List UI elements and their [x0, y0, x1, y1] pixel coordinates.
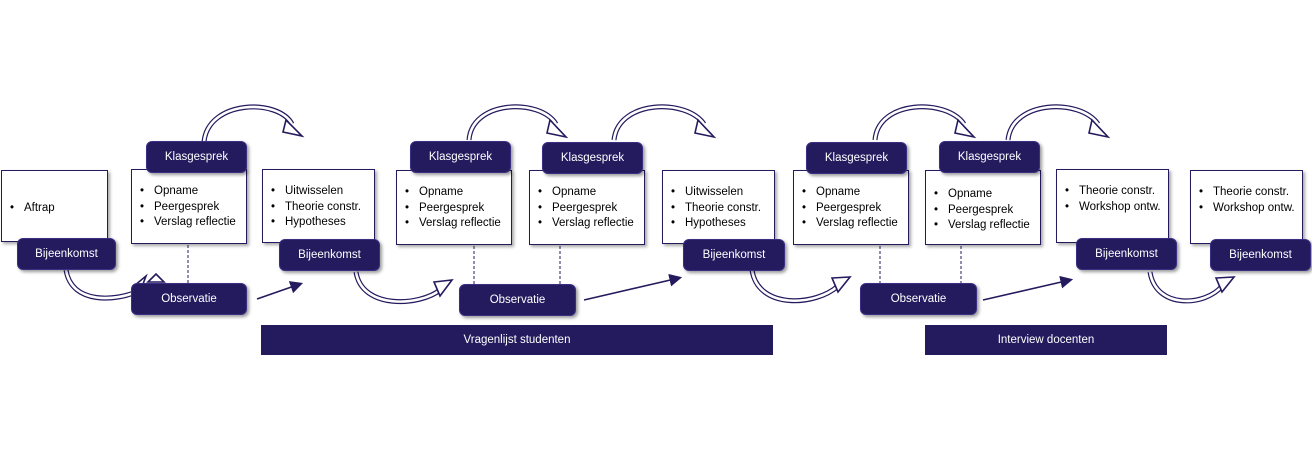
list-item: Theorie constr.: [1065, 184, 1164, 200]
observatie-label-3: Observatie: [860, 283, 977, 315]
observatie-label-2: Observatie: [459, 284, 576, 316]
bijeenkomst-label-2: Bijeenkomst: [279, 239, 380, 271]
band-interview-docenten: Interview docenten: [925, 325, 1167, 355]
bijeenkomst-label-5: Bijeenkomst: [1210, 239, 1311, 271]
list-item: Peergesprek: [934, 203, 1036, 219]
list-item: Theorie constr.: [271, 200, 370, 216]
list-item: Theorie constr.: [671, 201, 770, 217]
klasgesprek-label-5: Klasgesprek: [939, 141, 1040, 173]
list-item: Verslag reflectie: [802, 216, 904, 232]
list-item: Opname: [405, 185, 507, 201]
list-item: Verslag reflectie: [405, 216, 507, 232]
phase-box-9: Theorie constr.Workshop ontw.: [1056, 169, 1169, 243]
klasgesprek-label-4: Klasgesprek: [806, 142, 907, 174]
phase-box-10: Theorie constr.Workshop ontw.: [1190, 170, 1303, 244]
phase-box-1: Aftrap: [1, 170, 108, 242]
phase-box-7: OpnamePeergesprekVerslag reflectie: [793, 170, 909, 245]
list-item: Hypotheses: [271, 215, 370, 231]
bijeenkomst-label-4: Bijeenkomst: [1076, 238, 1177, 270]
list-item: Opname: [802, 185, 904, 201]
list-item: Peergesprek: [405, 201, 507, 217]
observatie-label-1: Observatie: [131, 283, 247, 315]
list-item: Verslag reflectie: [538, 216, 640, 232]
phase-box-2: OpnamePeergesprekVerslag reflectie: [131, 169, 247, 244]
list-item: Opname: [538, 185, 640, 201]
list-item: Workshop ontw.: [1065, 200, 1164, 216]
list-item: Peergesprek: [538, 201, 640, 217]
list-item: Peergesprek: [802, 201, 904, 217]
list-item: Opname: [934, 187, 1036, 203]
klasgesprek-label-3: Klasgesprek: [542, 142, 643, 174]
list-item: Uitwisselen: [271, 184, 370, 200]
list-item: Hypotheses: [671, 216, 770, 232]
list-item: Verslag reflectie: [140, 215, 242, 231]
list-item: Theorie constr.: [1199, 185, 1298, 201]
klasgesprek-label-2: Klasgesprek: [410, 141, 511, 173]
list-item: Aftrap: [10, 201, 103, 217]
bijeenkomst-label-1: Bijeenkomst: [17, 238, 116, 270]
list-item: Verslag reflectie: [934, 218, 1036, 234]
list-item: Opname: [140, 184, 242, 200]
klasgesprek-label-1: Klasgesprek: [146, 141, 247, 173]
band-vragenlijst-studenten: Vragenlijst studenten: [261, 325, 773, 355]
phase-box-3: UitwisselenTheorie constr.Hypotheses: [262, 169, 375, 243]
list-item: Workshop ontw.: [1199, 201, 1298, 217]
list-item: Uitwisselen: [671, 185, 770, 201]
phase-box-4: OpnamePeergesprekVerslag reflectie: [396, 170, 512, 245]
list-item: Peergesprek: [140, 200, 242, 216]
phase-box-6: UitwisselenTheorie constr.Hypotheses: [662, 170, 775, 244]
phase-box-8: OpnamePeergesprekVerslag reflectie: [925, 170, 1041, 245]
bijeenkomst-label-3: Bijeenkomst: [683, 239, 785, 271]
phase-box-5: OpnamePeergesprekVerslag reflectie: [529, 170, 645, 245]
